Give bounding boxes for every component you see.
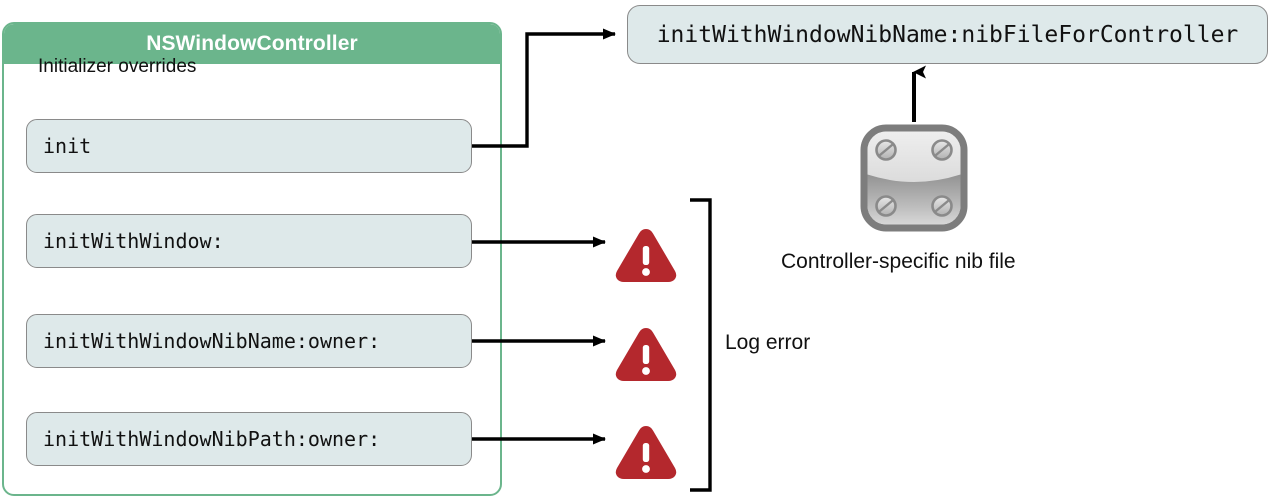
method-box-init[interactable]: init bbox=[26, 119, 472, 173]
method-box-init-with-window[interactable]: initWithWindow: bbox=[26, 214, 472, 268]
warning-triangle-icon bbox=[615, 229, 677, 282]
nib-file-caption: Controller-specific nib file bbox=[781, 250, 1016, 273]
method-box-init-with-window-nib-path-owner[interactable]: initWithWindowNibPath:owner: bbox=[26, 412, 472, 466]
section-label-initializer-overrides: Initializer overrides bbox=[38, 56, 197, 77]
nib-file-icon bbox=[860, 124, 968, 232]
warning-triangle-icon bbox=[615, 328, 677, 381]
warning-triangle-icon bbox=[615, 426, 677, 479]
method-box-init-with-window-nib-name-owner[interactable]: initWithWindowNibName:owner: bbox=[26, 314, 472, 368]
warning-group-bracket bbox=[690, 198, 712, 492]
target-call-box[interactable]: initWithWindowNibName:nibFileForControll… bbox=[627, 5, 1268, 64]
warning-group-label: Log error bbox=[725, 331, 811, 354]
class-panel-title: NSWindowController bbox=[4, 24, 500, 64]
